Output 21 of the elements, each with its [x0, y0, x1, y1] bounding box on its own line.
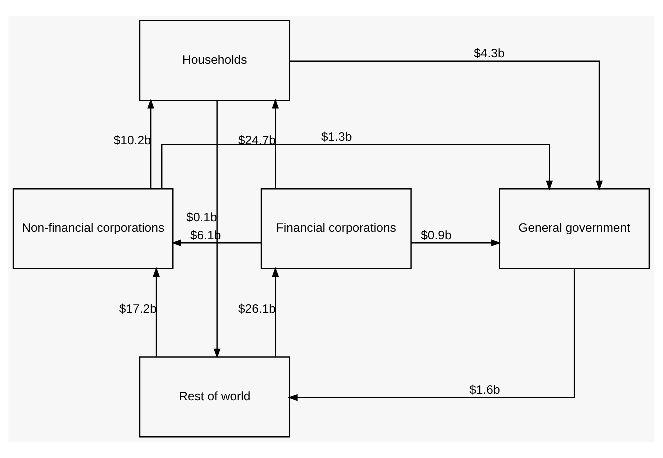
node-box: General government: [499, 188, 650, 270]
node-box: Non-financial corporations: [12, 188, 174, 270]
edge-label: $17.2b: [119, 302, 157, 316]
arrow: [148, 98, 154, 189]
arrow: [272, 98, 280, 189]
arrow: [288, 269, 576, 402]
arrow: [214, 100, 221, 359]
arrow: [161, 144, 554, 191]
edge-label: $1.3b: [321, 130, 352, 144]
edge-label: $1.6b: [470, 383, 500, 398]
node-box: Rest of world: [139, 356, 290, 438]
node-box: Households: [139, 20, 290, 102]
arrow: [172, 240, 262, 247]
edge-label: $0.9b: [421, 228, 452, 242]
edge-label: $10.2b: [114, 134, 152, 148]
edge-label: $4.3b: [474, 46, 505, 61]
arrow: [411, 240, 502, 247]
arrow: [272, 267, 280, 357]
node-box: Financial corporations: [260, 188, 412, 270]
arrow: [153, 267, 160, 357]
arrow: [290, 60, 603, 191]
